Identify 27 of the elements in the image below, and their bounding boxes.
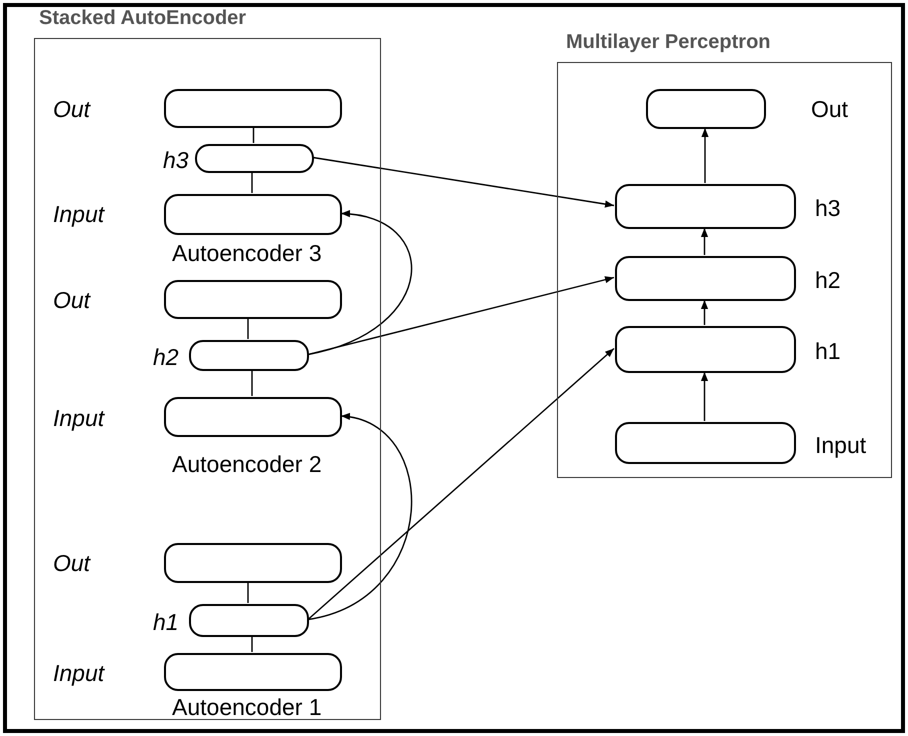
panel-title: Multilayer Perceptron [566,31,771,54]
arrow [308,276,614,356]
layer-label: Out [811,96,848,123]
arrow [700,300,708,325]
arrow [312,156,614,208]
layer-label: Out [53,550,90,577]
layer-label: h2 [815,267,841,294]
arrow [700,372,708,421]
arrow [308,414,412,620]
layer-label: h3 [815,195,841,222]
layer-label: h3 [163,147,189,174]
arrow [701,128,709,183]
autoencoder-caption: Autoencoder 2 [172,451,322,478]
layer-label: h1 [815,338,841,365]
autoencoder-caption: Autoencoder 3 [172,240,322,267]
layer-label: Input [815,432,866,459]
layer-label: Out [53,287,90,314]
arrow [700,228,708,255]
layer-label: h2 [153,344,179,371]
panel-title: Stacked AutoEncoder [39,7,246,30]
layer-label: Input [53,660,104,687]
layer-label: Out [53,96,90,123]
layer-label: Input [53,405,104,432]
layer-label: Input [53,201,104,228]
arrow [308,348,614,620]
autoencoder-caption: Autoencoder 1 [172,694,322,721]
layer-label: h1 [153,609,179,636]
